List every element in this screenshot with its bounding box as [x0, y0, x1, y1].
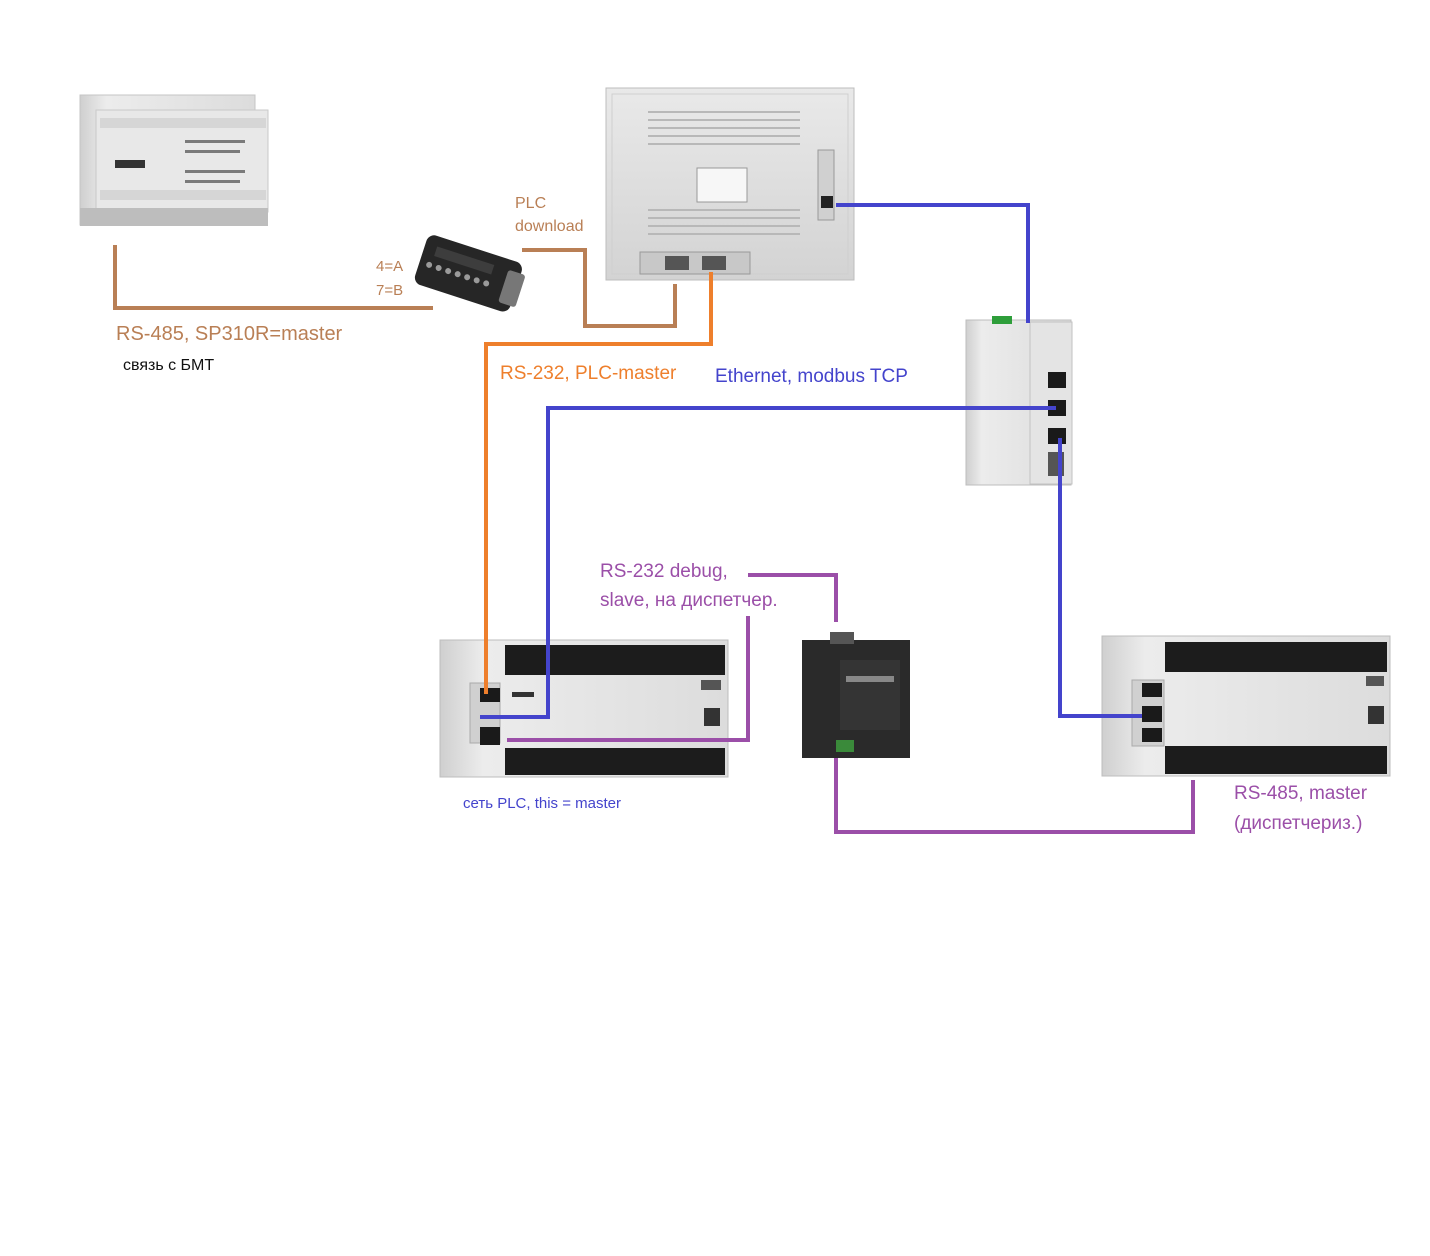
plc-dispatch: [1101, 635, 1391, 777]
debug-plc-cable: [507, 616, 750, 742]
rs232-plc-cable: [484, 272, 713, 694]
debug-converter-cable: [748, 573, 838, 622]
ethernet-dispatch-cable: [1058, 438, 1142, 718]
db9-rs485-converter: [414, 235, 525, 312]
ethernet-switch: [965, 316, 1073, 486]
interface-converter: [802, 632, 910, 758]
rs485-dispatch-label-2: (диспетчериз.): [1234, 813, 1363, 834]
ethernet-plc-cable: [480, 406, 1056, 719]
plc-network-label: сеть PLC, this = master: [463, 795, 621, 812]
hmi-panel-rear: [605, 87, 855, 281]
ethernet-label: Ethernet, modbus TCP: [715, 366, 908, 387]
plc-download-cable: [522, 248, 677, 328]
rs485-dispatch-label-1: RS-485, master: [1234, 783, 1368, 804]
plc-main: [439, 639, 729, 778]
debug-label-1: RS-232 debug,: [600, 561, 728, 582]
ethernet-hmi-cable: [836, 203, 1030, 323]
rs232-plc-label: RS-232, PLC-master: [500, 363, 677, 384]
pin-b-label: 7=B: [376, 282, 404, 299]
rs485-bmt-cable: [113, 245, 433, 310]
bmt-comm-label: связь с БМТ: [123, 357, 215, 374]
io-module: [79, 94, 269, 226]
plc-download-label-1: PLC: [515, 195, 547, 212]
rs485-bmt-label: RS-485, SP310R=master: [116, 323, 343, 345]
rs485-dispatch-cable: [834, 758, 1195, 834]
plc-download-label-2: download: [515, 218, 584, 235]
pin-a-label: 4=A: [376, 258, 404, 275]
debug-label-2: slave, на диспетчер.: [600, 590, 778, 611]
